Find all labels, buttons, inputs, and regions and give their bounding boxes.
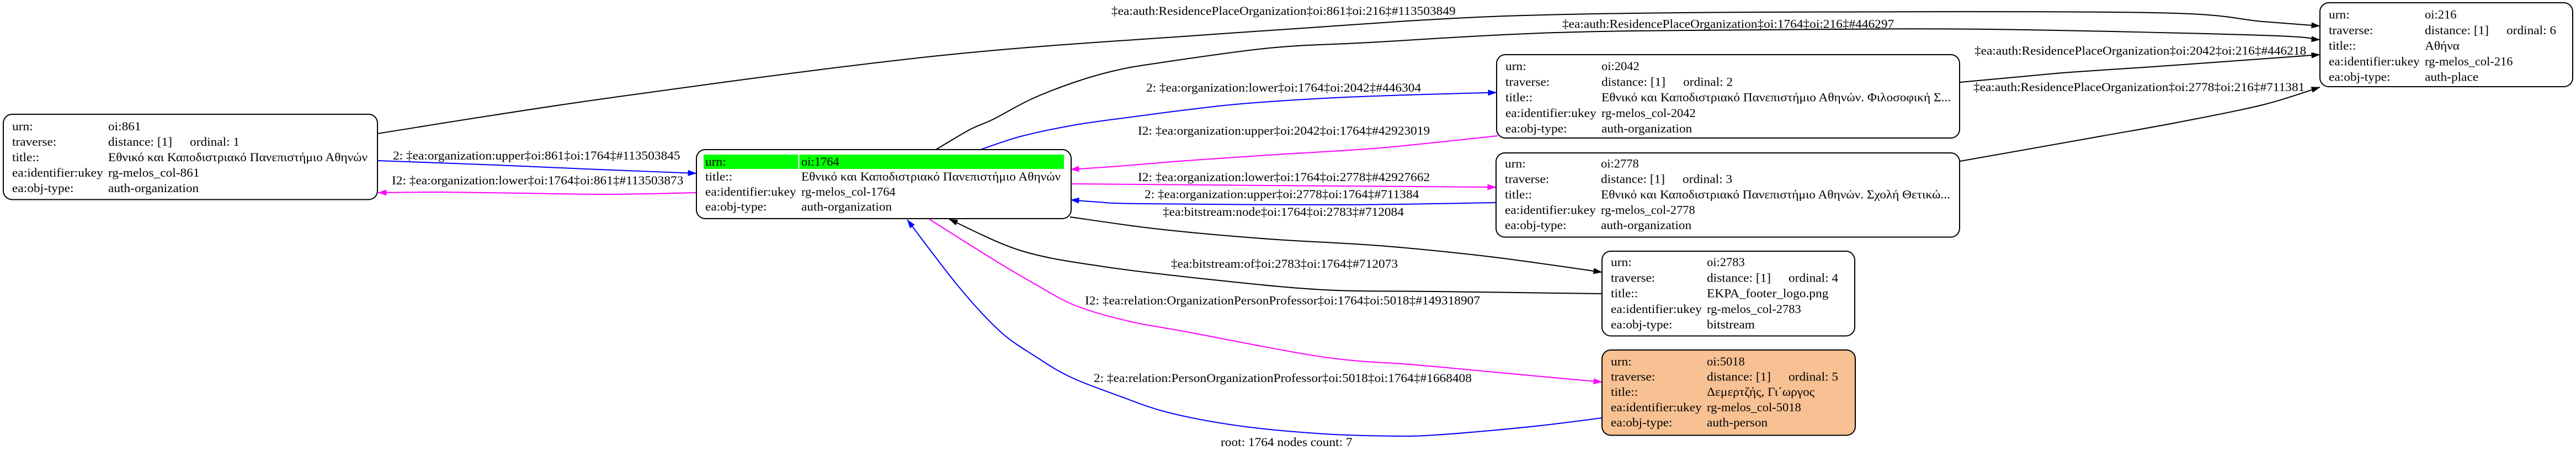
svg-text:title::: title::	[705, 169, 732, 183]
svg-text:oi:861: oi:861	[108, 119, 141, 133]
svg-text:Εθνικό και Καποδιστριακό Πανεπ: Εθνικό και Καποδιστριακό Πανεπιστήμιο Αθ…	[108, 150, 368, 164]
svg-text:ea:identifier:ukey: ea:identifier:ukey	[1505, 203, 1596, 216]
svg-text:oi:5018: oi:5018	[1707, 354, 1745, 368]
svg-text:ea:identifier:ukey: ea:identifier:ukey	[1611, 400, 1702, 414]
svg-text:urn:: urn:	[12, 119, 33, 133]
svg-text:Δεμερτζής, Γι´ωργος: Δεμερτζής, Γι´ωργος	[1707, 385, 1814, 399]
svg-text:2: ‡ea:organization:upper‡oi:8: 2: ‡ea:organization:upper‡oi:861‡oi:1764…	[393, 149, 680, 162]
svg-text:urn:: urn:	[1611, 255, 1632, 269]
svg-text:oi:2042: oi:2042	[1601, 59, 1640, 73]
svg-text:‡ea:auth:ResidencePlaceOrganiz: ‡ea:auth:ResidencePlaceOrganization‡oi:2…	[1974, 44, 2306, 57]
svg-text:urn:: urn:	[1611, 354, 1632, 368]
svg-text:ea:identifier:ukey: ea:identifier:ukey	[2329, 54, 2420, 68]
svg-text:rg-melos_col-861: rg-melos_col-861	[108, 166, 200, 179]
svg-text:ea:obj-type:: ea:obj-type:	[1505, 218, 1567, 232]
svg-text:ea:obj-type:: ea:obj-type:	[1505, 121, 1567, 135]
svg-text:auth-organization: auth-organization	[801, 200, 892, 214]
svg-text:bitstream: bitstream	[1707, 317, 1755, 331]
svg-text:ordinal: 3: ordinal: 3	[1683, 172, 1732, 185]
svg-text:Εθνικό και Καποδιστριακό Πανεπ: Εθνικό και Καποδιστριακό Πανεπιστήμιο Αθ…	[1601, 187, 1950, 201]
svg-text:ordinal: 5: ordinal: 5	[1789, 370, 1838, 384]
svg-text:title::: title::	[1611, 287, 1638, 300]
svg-text:Αθήνα: Αθήνα	[2425, 39, 2460, 52]
svg-text:I2: ‡ea:organization:upper‡oi:: I2: ‡ea:organization:upper‡oi:2042‡oi:17…	[1138, 124, 1430, 137]
svg-text:ea:identifier:ukey: ea:identifier:ukey	[1611, 302, 1702, 316]
svg-text:urn:: urn:	[705, 155, 726, 168]
svg-text:oi:2778: oi:2778	[1601, 157, 1639, 171]
svg-text:ea:obj-type:: ea:obj-type:	[1611, 317, 1673, 331]
svg-text:traverse:: traverse:	[12, 135, 56, 149]
svg-text:ea:obj-type:: ea:obj-type:	[2329, 70, 2391, 84]
svg-text:‡ea:auth:ResidencePlaceOrganiz: ‡ea:auth:ResidencePlaceOrganization‡oi:2…	[1973, 80, 2304, 94]
svg-text:traverse:: traverse:	[1611, 370, 1655, 384]
svg-text:auth-person: auth-person	[1707, 415, 1768, 429]
svg-text:oi:1764: oi:1764	[801, 155, 839, 168]
svg-text:‡ea:bitstream:node‡oi:1764‡oi:: ‡ea:bitstream:node‡oi:1764‡oi:2783‡#7120…	[1163, 205, 1404, 219]
svg-text:I2: ‡ea:organization:lower‡oi:: I2: ‡ea:organization:lower‡oi:1764‡oi:86…	[392, 173, 683, 187]
svg-text:ordinal: 2: ordinal: 2	[1683, 75, 1733, 88]
svg-text:distance: [1]: distance: [1]	[108, 135, 172, 149]
svg-text:ea:identifier:ukey: ea:identifier:ukey	[12, 166, 103, 179]
svg-text:traverse:: traverse:	[1505, 172, 1549, 185]
svg-text:rg-melos_col-2783: rg-melos_col-2783	[1707, 302, 1801, 316]
svg-text:rg-melos_col-5018: rg-melos_col-5018	[1707, 400, 1801, 414]
svg-text:oi:2783: oi:2783	[1707, 255, 1745, 269]
svg-text:urn:: urn:	[1505, 59, 1526, 73]
svg-text:rg-melos_col-216: rg-melos_col-216	[2425, 54, 2513, 68]
svg-text:I2: ‡ea:relation:OrganizationP: I2: ‡ea:relation:OrganizationPersonProfe…	[1085, 294, 1480, 307]
svg-text:auth-place: auth-place	[2425, 70, 2478, 84]
svg-text:ea:identifier:ukey: ea:identifier:ukey	[705, 184, 796, 198]
svg-text:distance: [1]: distance: [1]	[1707, 370, 1771, 384]
svg-text:distance: [1]: distance: [1]	[1707, 271, 1771, 284]
svg-text:distance: [1]: distance: [1]	[2425, 23, 2489, 37]
svg-text:title::: title::	[2329, 39, 2356, 52]
svg-text:traverse:: traverse:	[1505, 75, 1550, 88]
svg-text:2: ‡ea:organization:lower‡oi:1: 2: ‡ea:organization:lower‡oi:1764‡oi:204…	[1146, 81, 1421, 94]
svg-text:‡ea:auth:ResidencePlaceOrganiz: ‡ea:auth:ResidencePlaceOrganization‡oi:1…	[1562, 17, 1894, 31]
svg-text:ea:identifier:ukey: ea:identifier:ukey	[1505, 106, 1596, 120]
svg-text:title::: title::	[1505, 187, 1532, 201]
svg-text:ea:obj-type:: ea:obj-type:	[1611, 415, 1673, 429]
svg-text:I2: ‡ea:organization:lower‡oi:: I2: ‡ea:organization:lower‡oi:1764‡oi:27…	[1138, 170, 1430, 184]
svg-text:‡ea:auth:ResidencePlaceOrganiz: ‡ea:auth:ResidencePlaceOrganization‡oi:8…	[1111, 4, 1456, 18]
svg-text:auth-organization: auth-organization	[108, 181, 199, 195]
svg-text:urn:: urn:	[2329, 8, 2350, 22]
svg-text:ordinal: 1: ordinal: 1	[190, 135, 239, 149]
svg-text:root: 1764 nodes count: 7: root: 1764 nodes count: 7	[1221, 435, 1353, 449]
svg-text:rg-melos_col-2778: rg-melos_col-2778	[1601, 203, 1695, 216]
svg-text:urn:: urn:	[1505, 157, 1526, 171]
svg-text:rg-melos_col-2042: rg-melos_col-2042	[1601, 106, 1696, 120]
svg-text:ordinal: 4: ordinal: 4	[1789, 271, 1838, 284]
svg-text:title::: title::	[12, 150, 39, 164]
svg-text:distance: [1]: distance: [1]	[1601, 172, 1665, 185]
svg-text:traverse:: traverse:	[2329, 23, 2373, 37]
svg-text:ea:obj-type:: ea:obj-type:	[705, 200, 767, 214]
svg-text:2: ‡ea:relation:PersonOrganiza: 2: ‡ea:relation:PersonOrganizationProfes…	[1094, 371, 1472, 385]
svg-text:distance: [1]: distance: [1]	[1601, 75, 1665, 88]
svg-text:auth-organization: auth-organization	[1601, 121, 1692, 135]
svg-text:title::: title::	[1611, 385, 1638, 399]
svg-text:2: ‡ea:organization:upper‡oi:2: 2: ‡ea:organization:upper‡oi:2778‡oi:176…	[1145, 187, 1419, 201]
svg-text:oi:216: oi:216	[2425, 8, 2457, 22]
svg-text:ea:obj-type:: ea:obj-type:	[12, 181, 74, 195]
svg-text:Εθνικό και Καποδιστριακό Πανεπ: Εθνικό και Καποδιστριακό Πανεπιστήμιο Αθ…	[801, 169, 1061, 183]
svg-text:ordinal: 6: ordinal: 6	[2506, 23, 2556, 37]
svg-text:auth-organization: auth-organization	[1601, 218, 1691, 232]
svg-text:title::: title::	[1505, 91, 1532, 104]
svg-text:EKPA_footer_logo.png: EKPA_footer_logo.png	[1707, 287, 1828, 300]
svg-text:traverse:: traverse:	[1611, 271, 1655, 284]
svg-text:Εθνικό και Καποδιστριακό Πανεπ: Εθνικό και Καποδιστριακό Πανεπιστήμιο Αθ…	[1601, 91, 1951, 104]
svg-text:rg-melos_col-1764: rg-melos_col-1764	[801, 184, 896, 198]
svg-text:‡ea:bitstream:of‡oi:2783‡oi:17: ‡ea:bitstream:of‡oi:2783‡oi:1764‡#712073	[1171, 257, 1398, 271]
